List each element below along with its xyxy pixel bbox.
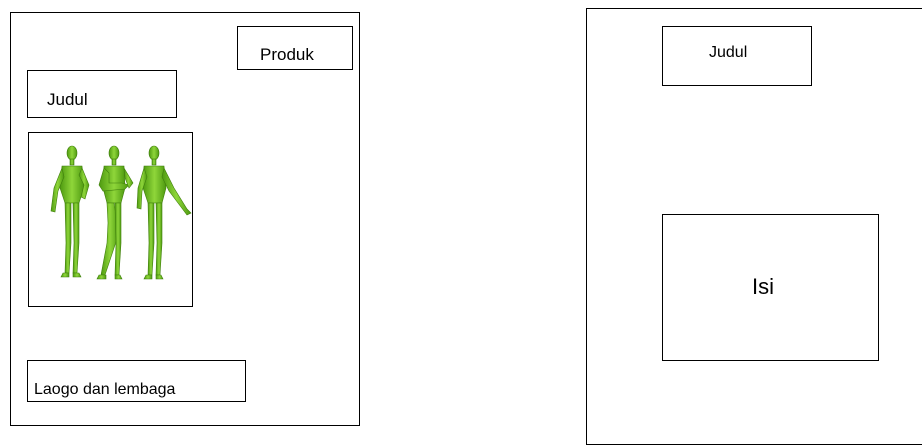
left-title-box: Judul bbox=[27, 70, 177, 118]
logo-institution-label: Laogo dan lembaga bbox=[34, 381, 176, 398]
logo-institution-box: Laogo dan lembaga bbox=[27, 360, 246, 402]
right-title-box: Judul bbox=[662, 26, 812, 86]
image-placeholder bbox=[28, 132, 193, 307]
content-box: Isi bbox=[662, 214, 879, 361]
three-figures-illustration-icon bbox=[50, 145, 192, 280]
product-box: Produk bbox=[237, 26, 353, 70]
content-label: Isi bbox=[752, 274, 774, 299]
right-title-label: Judul bbox=[709, 44, 748, 61]
left-title-label: Judul bbox=[47, 90, 88, 109]
product-label: Produk bbox=[260, 45, 314, 64]
